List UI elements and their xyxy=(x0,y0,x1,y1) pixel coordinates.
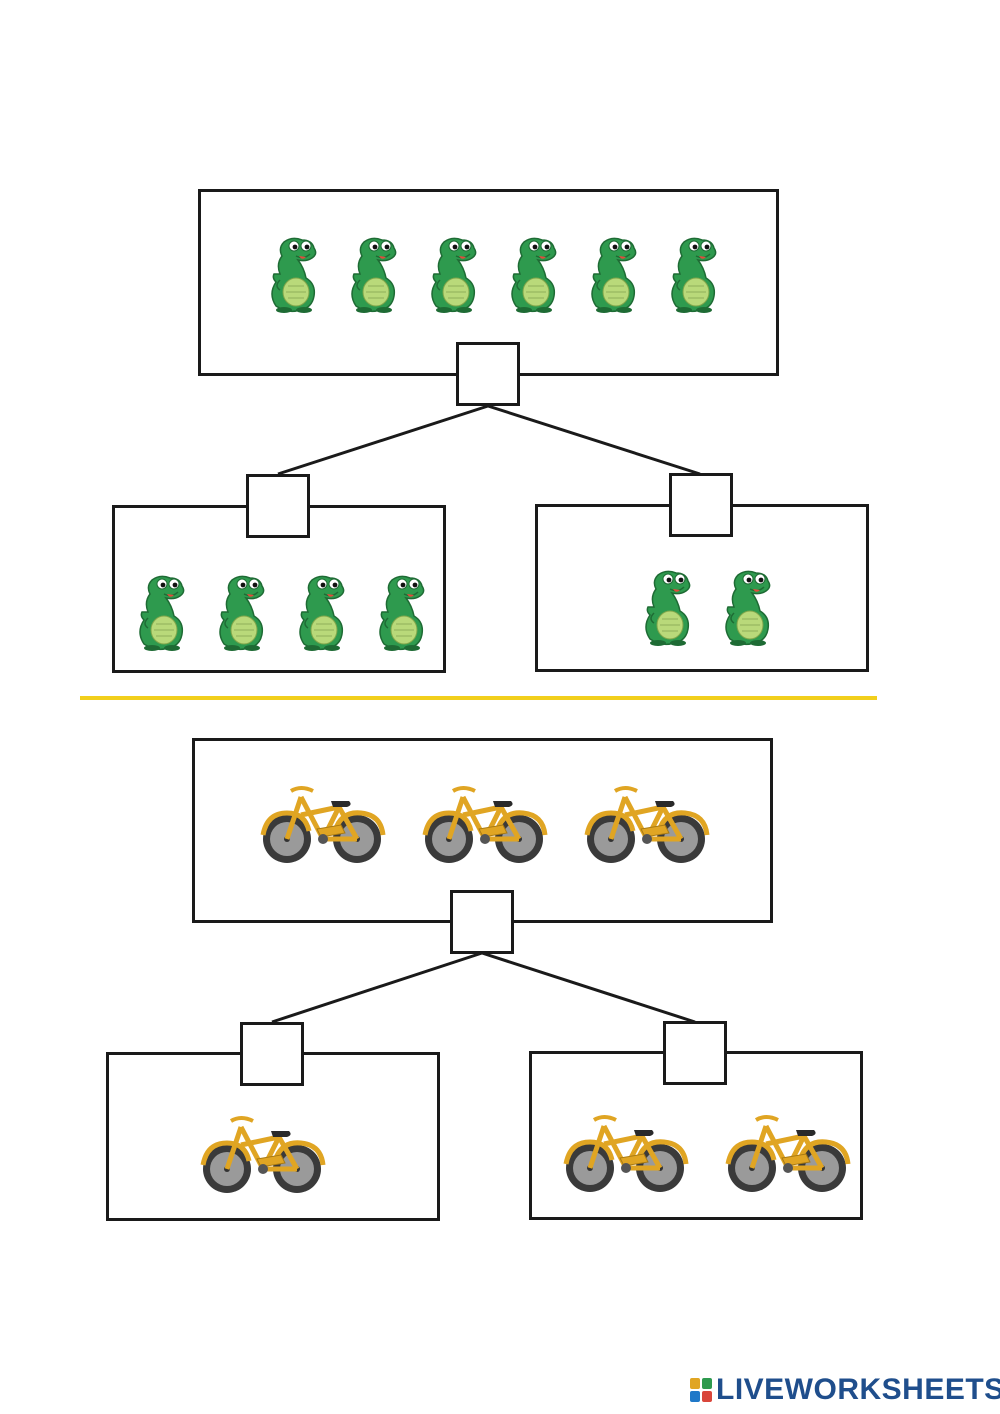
bike-left-part-answer-box[interactable] xyxy=(240,1022,304,1086)
crocodile-icon xyxy=(294,572,348,657)
bike-right-part-answer-box[interactable] xyxy=(663,1021,727,1085)
croc-left-part-answer-box[interactable] xyxy=(246,474,310,538)
bike-left-part-answer-input[interactable] xyxy=(243,1025,301,1083)
croc-total-items xyxy=(263,234,723,324)
bicycle-icon xyxy=(257,783,387,872)
croc-connector-left xyxy=(278,406,488,474)
bike-total-answer-box[interactable] xyxy=(450,890,514,954)
croc-total-answer-input[interactable] xyxy=(459,345,517,403)
crocodile-icon xyxy=(720,567,774,652)
croc-right-part-answer-box[interactable] xyxy=(669,473,733,537)
bike-connector-left xyxy=(272,953,482,1022)
section-divider xyxy=(80,696,877,700)
crocodile-icon xyxy=(506,234,560,319)
croc-left-part-items xyxy=(131,572,431,658)
bicycle-icon xyxy=(722,1112,852,1201)
bike-left-part-items xyxy=(197,1113,327,1203)
bike-right-part-items xyxy=(560,1112,852,1202)
crocodile-icon xyxy=(214,572,268,657)
croc-connector-right xyxy=(488,406,700,474)
crocodile-icon xyxy=(346,234,400,319)
bike-total-items xyxy=(253,783,715,873)
croc-left-part-answer-input[interactable] xyxy=(249,477,307,535)
liveworksheets-logo: LIVEWORKSHEETS xyxy=(690,1372,1000,1408)
bicycle-icon xyxy=(560,1112,690,1201)
crocodile-icon xyxy=(640,567,694,652)
crocodile-icon xyxy=(374,572,428,657)
logo-mark-icon xyxy=(690,1378,712,1402)
crocodile-icon xyxy=(426,234,480,319)
crocodile-icon xyxy=(586,234,640,319)
croc-right-part-answer-input[interactable] xyxy=(672,476,730,534)
logo-text: LIVEWORKSHEETS xyxy=(716,1373,1000,1407)
crocodile-icon xyxy=(134,572,188,657)
bicycle-icon xyxy=(197,1113,327,1202)
bike-total-answer-input[interactable] xyxy=(453,893,511,951)
crocodile-icon xyxy=(266,234,320,319)
bicycle-icon xyxy=(419,783,549,872)
bike-right-part-answer-input[interactable] xyxy=(666,1024,724,1082)
croc-right-part-items xyxy=(632,567,782,653)
bike-connector-right xyxy=(482,953,695,1022)
bicycle-icon xyxy=(581,783,711,872)
crocodile-icon xyxy=(666,234,720,319)
croc-total-answer-box[interactable] xyxy=(456,342,520,406)
